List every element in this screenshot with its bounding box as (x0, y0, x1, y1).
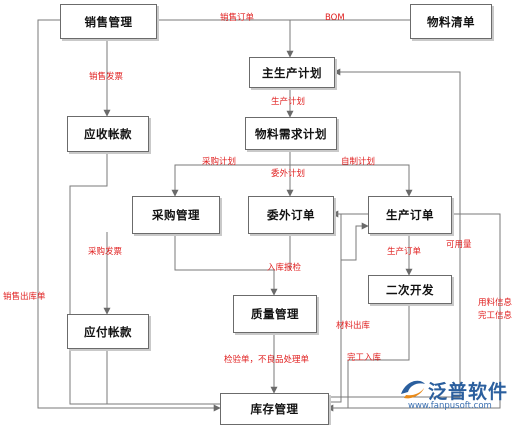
label-outsource-plan: 委外计划 (271, 169, 306, 179)
node-quality-mgmt[interactable]: 质量管理 (233, 295, 317, 333)
edge-inventory-to-outsource (327, 213, 342, 403)
edge-mrp-to-production (290, 164, 413, 197)
brand-url: www.fanpusoft.com (408, 401, 492, 411)
label-self-made-plan: 自制计划 (341, 157, 376, 167)
brand-name: 泛普软件 (428, 381, 509, 403)
label-inspection-defects: 检验单，不良品处理单 (224, 355, 310, 365)
label-material-info: 用料信息 (478, 298, 513, 308)
edge-purchase-to-quality (174, 232, 278, 296)
label-purchase-plan: 采购计划 (202, 157, 237, 167)
node-receivables[interactable]: 应收帐款 (67, 116, 149, 152)
brand-logo: 泛普软件 www.fanpusoft.com (398, 374, 524, 418)
edge-mrp-to-purchase (171, 164, 290, 197)
label-available-qty: 可用量 (446, 240, 472, 250)
edge-material-info (327, 213, 501, 409)
edge-receivables-down (69, 150, 220, 405)
edge-available-qty (327, 68, 461, 398)
label-inbound-check: 入库报检 (267, 263, 302, 273)
node-bom-list[interactable]: 物料清单 (410, 4, 492, 39)
node-mrp[interactable]: 物料需求计划 (245, 117, 337, 150)
edge-sales-to-plan (155, 19, 294, 58)
label-completion-info: 完工信息 (478, 311, 513, 321)
brand-swirl-icon (401, 380, 425, 399)
label-bom: BOM (325, 13, 345, 23)
node-purchase-mgmt[interactable]: 采购管理 (132, 196, 220, 234)
node-secondary-dev[interactable]: 二次开发 (368, 275, 452, 304)
edge-sales-outbound (37, 19, 221, 412)
node-outsource-order[interactable]: 委外订单 (248, 196, 334, 234)
label-finished-inbound: 完工入库 (347, 353, 382, 363)
label-production-plan: 生产计划 (271, 97, 306, 107)
node-sales-mgmt[interactable]: 销售管理 (60, 4, 157, 39)
node-inventory-mgmt[interactable]: 库存管理 (220, 393, 329, 425)
label-sales-invoice: 销售发票 (89, 72, 124, 82)
edge-material-issue (341, 222, 369, 261)
node-production-order[interactable]: 生产订单 (368, 196, 452, 234)
node-master-plan[interactable]: 主生产计划 (249, 57, 335, 88)
label-purchase-invoice: 采购发票 (88, 247, 123, 257)
label-sales-order: 销售订单 (220, 13, 255, 23)
label-sales-outbound: 销售出库单 (3, 292, 46, 302)
label-production-order-edge: 生产订单 (387, 247, 422, 257)
node-payables[interactable]: 应付帐款 (67, 314, 149, 349)
label-material-issue: 材料出库 (336, 321, 371, 331)
